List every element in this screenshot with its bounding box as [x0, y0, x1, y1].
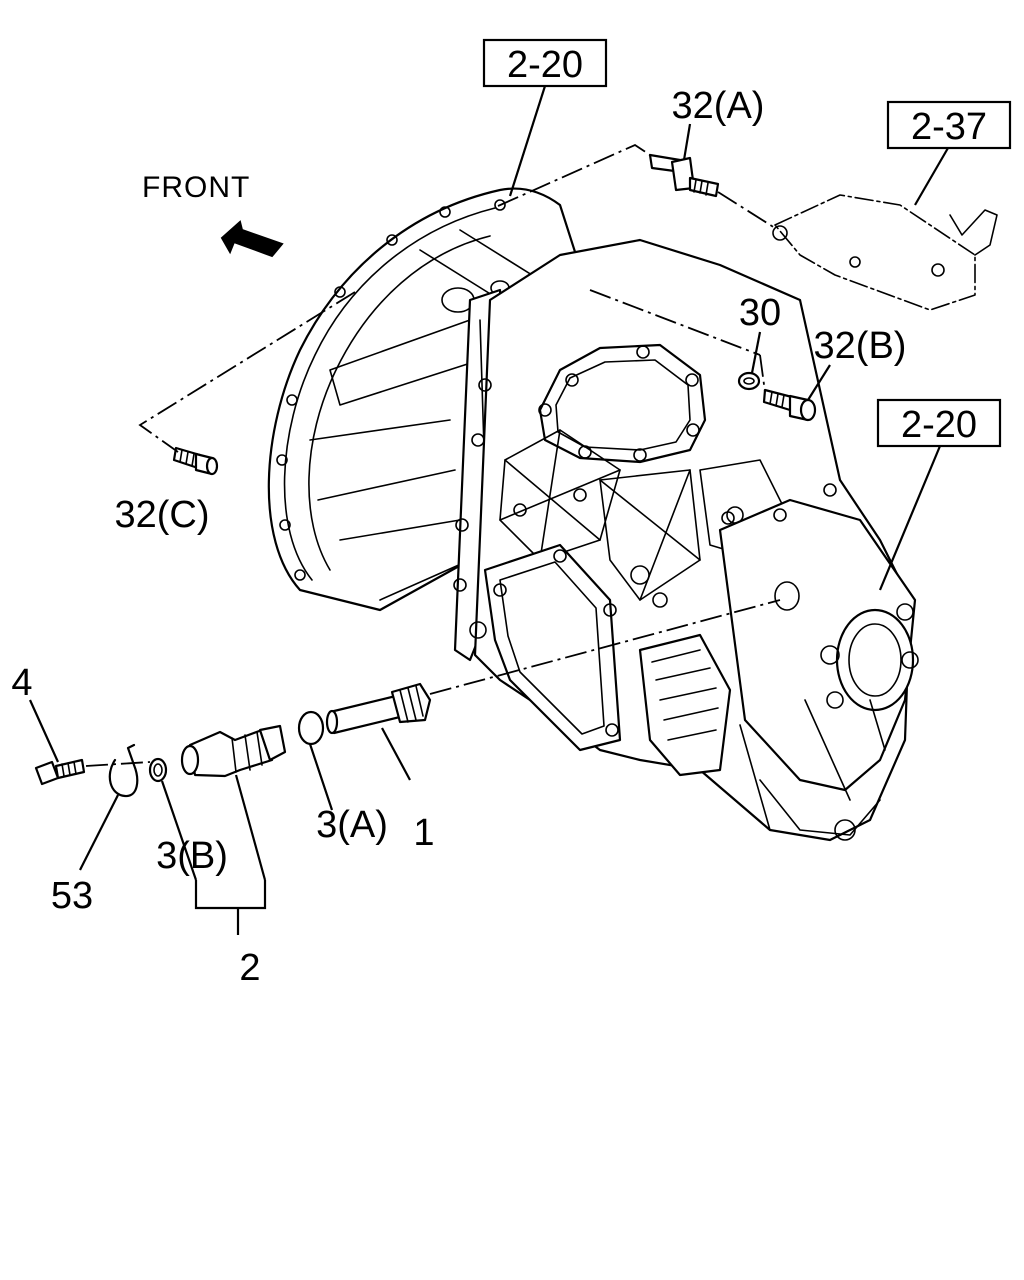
washer-30 [737, 371, 761, 391]
o-ring-a [297, 710, 325, 746]
bellhousing-bolt-holes [276, 199, 506, 581]
lock-plate [108, 743, 139, 798]
ref-label-top: 2-20 [507, 44, 583, 86]
callout-32a: 32(A) [672, 85, 765, 127]
ref-box-right: 2-20 [876, 398, 1002, 448]
bolt-32c [172, 446, 219, 476]
callout-2: 2 [239, 947, 260, 989]
callout-1: 1 [413, 812, 434, 854]
transmission-assembly [267, 187, 919, 842]
ref-label-bracket: 2-37 [911, 106, 987, 148]
driven-gear-shaft [325, 682, 432, 735]
callout-4: 4 [11, 662, 32, 704]
callout-3b: 3(B) [156, 835, 228, 877]
callout-32b: 32(B) [814, 325, 907, 367]
sleeve [180, 724, 287, 778]
bolt-4 [34, 758, 86, 786]
front-arrow-icon [220, 220, 284, 258]
ref-box-bracket: 2-37 [886, 100, 1012, 150]
callout-32c: 32(C) [114, 494, 209, 536]
ref-box-top: 2-20 [482, 38, 608, 88]
leader-lines [28, 85, 949, 935]
ref-label-right: 2-20 [901, 404, 977, 446]
callout-53: 53 [51, 875, 93, 917]
bracket-part [772, 194, 998, 311]
o-ring-b [148, 757, 168, 783]
front-label: FRONT [142, 171, 250, 204]
bolt-32b [762, 388, 817, 422]
callout-30: 30 [739, 292, 781, 334]
bolt-32a [648, 153, 720, 198]
case-ribbing [499, 429, 791, 608]
callout-3a: 3(A) [316, 804, 388, 846]
center-lines [85, 143, 781, 767]
